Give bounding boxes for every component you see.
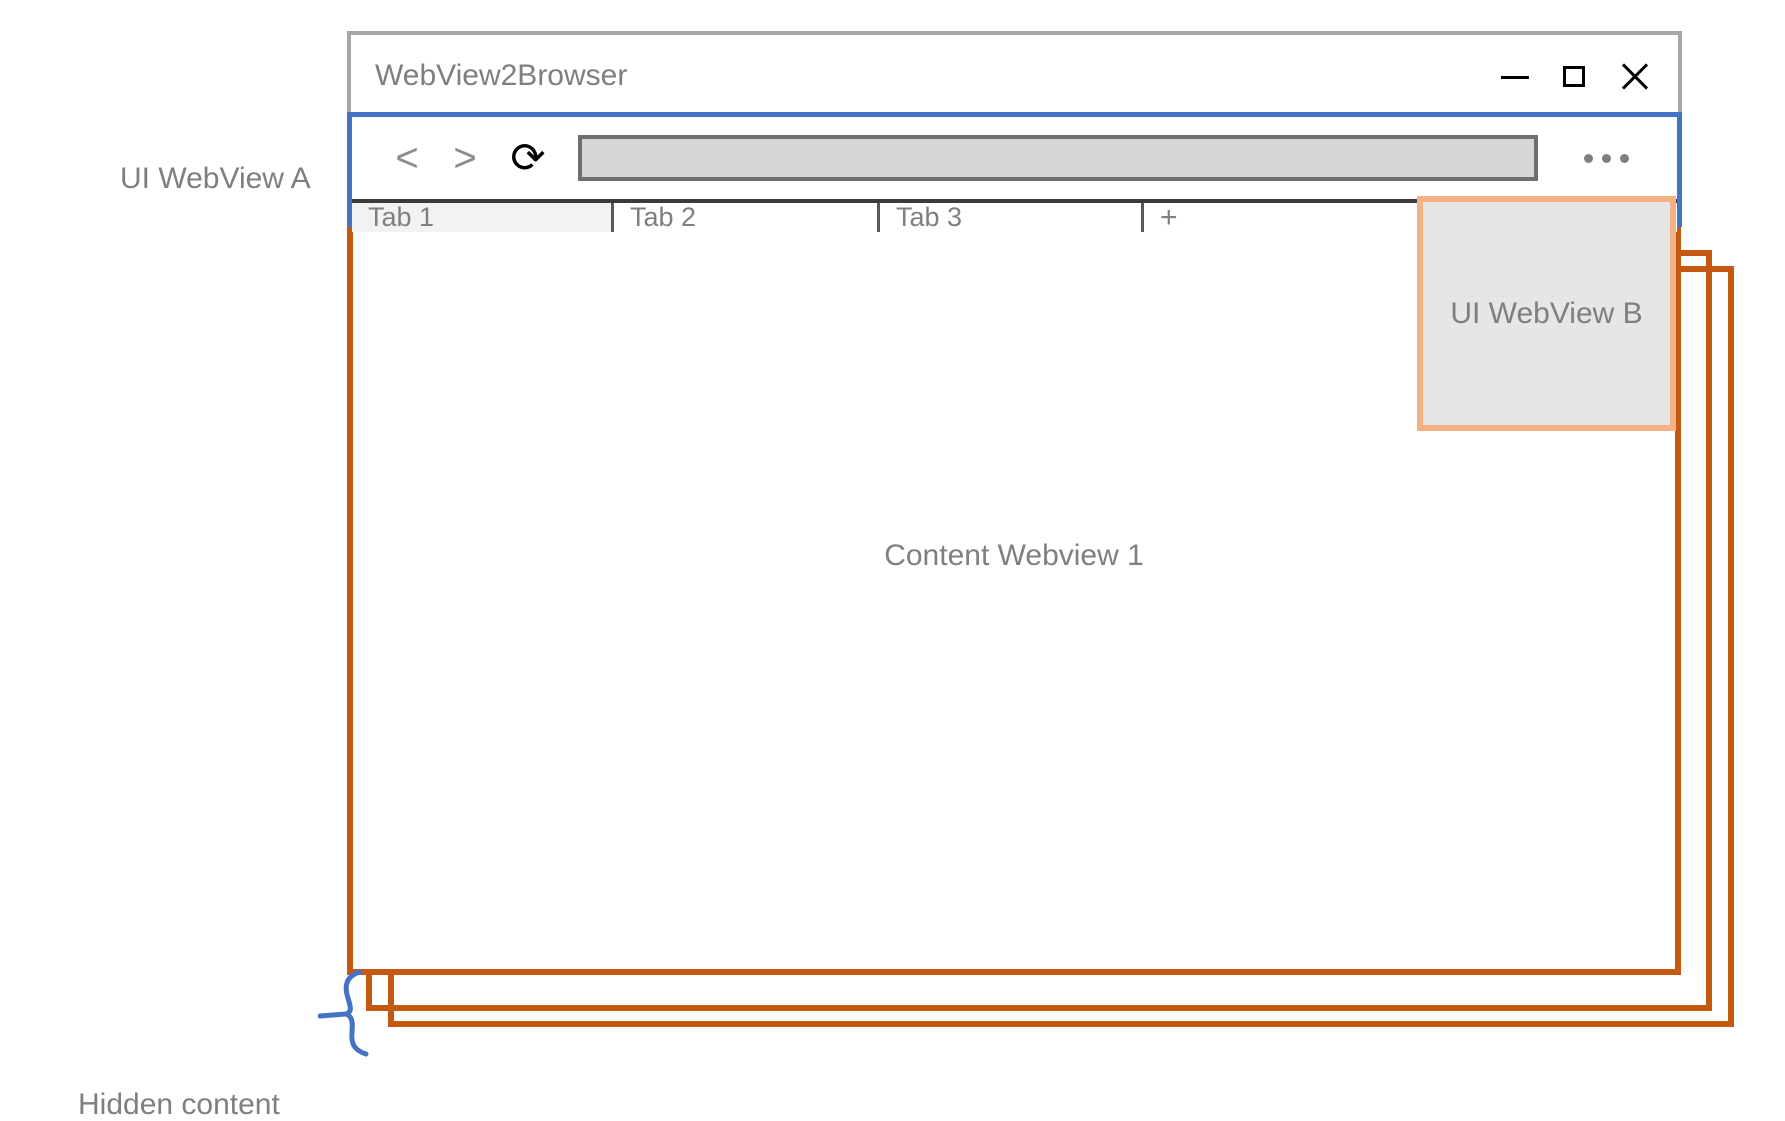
tab-item-2-label: Tab 2: [630, 202, 697, 232]
address-input[interactable]: [578, 135, 1538, 181]
new-tab-button[interactable]: +: [1144, 200, 1304, 234]
tab-item-3[interactable]: Tab 3: [880, 202, 1144, 232]
annotation-hidden-line-1: Hidden content: [78, 1088, 280, 1121]
window-title: WebView2Browser: [375, 59, 628, 92]
minimize-icon[interactable]: [1500, 61, 1530, 91]
tab-item-2[interactable]: Tab 2: [614, 202, 880, 232]
content-webview-1-label: Content Webview 1: [884, 538, 1144, 572]
tab-item-1[interactable]: Tab 1: [352, 202, 614, 232]
annotation-hidden-webviews: Hidden content WebViews 2 & 3: [78, 992, 297, 1121]
close-icon[interactable]: [1620, 61, 1650, 91]
more-options-icon[interactable]: [1584, 153, 1629, 163]
tab-item-1-label: Tab 1: [368, 202, 435, 232]
menu-dot-2: [1602, 153, 1611, 163]
tab-item-3-label: Tab 3: [896, 202, 963, 232]
ui-webview-b: UI WebView B: [1417, 196, 1676, 431]
window-controls: [1500, 61, 1650, 91]
ui-webview-b-label: UI WebView B: [1450, 296, 1643, 330]
browser-toolbar: < > ⟳: [352, 117, 1677, 199]
menu-dot-1: [1584, 153, 1593, 163]
maximize-icon[interactable]: [1560, 61, 1590, 91]
back-icon[interactable]: <: [395, 136, 419, 180]
new-tab-label: +: [1160, 200, 1178, 234]
title-bar: WebView2Browser: [351, 35, 1678, 117]
reload-icon[interactable]: ⟳: [510, 134, 546, 181]
annotation-ui-webview-a: UI WebView A: [120, 162, 311, 195]
menu-dot-3: [1620, 153, 1629, 163]
forward-icon[interactable]: >: [453, 136, 477, 180]
